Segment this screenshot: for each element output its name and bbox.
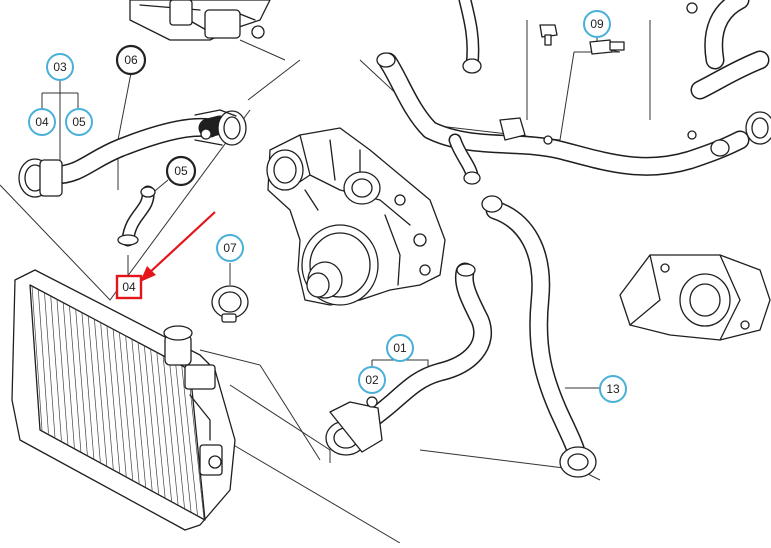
radiator-fin <box>106 325 121 473</box>
callout-02: 02 <box>358 366 386 394</box>
upper-right-hose-assembly-part <box>376 0 771 185</box>
radiator-fin <box>156 352 172 502</box>
right-thermostat-part <box>619 254 771 341</box>
callout-05-lower: 05 <box>165 155 197 187</box>
clamp-ring-part <box>211 285 249 323</box>
svg-text:07: 07 <box>223 241 237 255</box>
highlight-arrow <box>140 211 216 282</box>
radiator-fin <box>50 295 62 441</box>
radiator-fin <box>131 339 147 487</box>
radiator-fin <box>69 305 82 452</box>
radiator-fin <box>62 302 75 448</box>
radiator-fin <box>44 292 56 438</box>
radiator-fin <box>150 349 166 498</box>
thermostat-housing-part <box>129 0 271 41</box>
radiator-fin <box>112 329 127 477</box>
upper-radiator-hose-part <box>18 109 247 198</box>
radiator-fin <box>119 332 134 480</box>
radiator-fin <box>181 365 198 516</box>
callout-09: 09 <box>583 10 611 38</box>
callout-04-upper: 04 <box>28 108 56 136</box>
svg-text:04: 04 <box>122 280 136 294</box>
radiator-fin <box>56 299 69 445</box>
svg-text:05: 05 <box>72 115 86 129</box>
callout-03: 03 <box>46 53 74 81</box>
callout-06: 06 <box>115 44 147 76</box>
radiator-fin <box>187 368 205 520</box>
callout-07: 07 <box>216 234 244 262</box>
callout-13: 13 <box>599 375 627 403</box>
svg-text:05: 05 <box>174 164 188 178</box>
radiator-fin <box>37 289 49 434</box>
svg-text:01: 01 <box>393 341 407 355</box>
radiator-fin <box>162 355 179 505</box>
radiator-part <box>11 269 236 531</box>
radiator-fin <box>87 315 101 463</box>
callout-05-upper: 05 <box>65 108 93 136</box>
svg-text:03: 03 <box>53 60 67 74</box>
svg-text:13: 13 <box>606 382 620 396</box>
lower-radiator-hose-part <box>325 262 493 456</box>
highlighted-callout-04: 04 <box>115 274 143 300</box>
radiator-fin <box>81 312 95 459</box>
expansion-tank-hose-part <box>481 195 597 478</box>
small-bypass-hose-part <box>117 185 156 247</box>
radiator-fin <box>31 285 43 431</box>
radiator-fin <box>125 335 140 484</box>
svg-text:09: 09 <box>590 17 604 31</box>
water-pump-part <box>266 127 446 306</box>
radiator-fin <box>137 342 153 491</box>
radiator-fin <box>143 345 159 495</box>
radiator-fin <box>75 309 88 455</box>
svg-text:04: 04 <box>35 115 49 129</box>
svg-text:06: 06 <box>124 53 138 67</box>
radiator-fin <box>100 322 114 470</box>
callout-01: 01 <box>386 334 414 362</box>
radiator-fin <box>94 319 108 466</box>
svg-text:02: 02 <box>365 373 379 387</box>
radiator-fin <box>168 359 185 509</box>
radiator-fin <box>175 362 192 512</box>
